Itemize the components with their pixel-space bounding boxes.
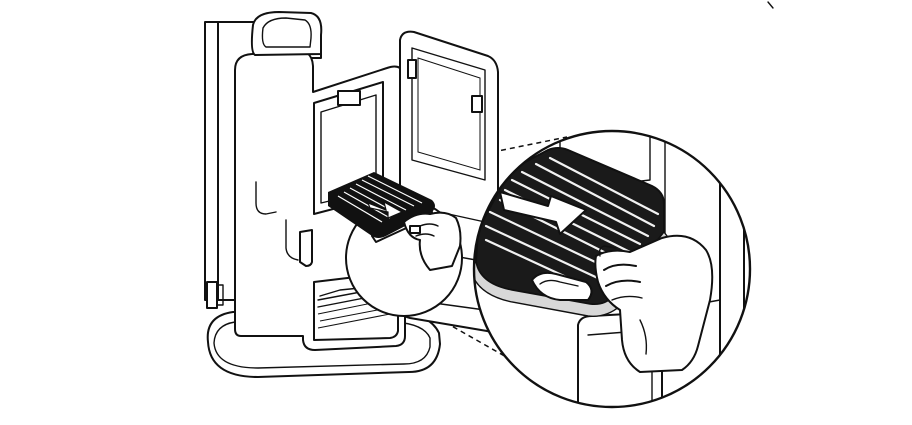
magnifier-circle-outline	[472, 129, 752, 409]
appliance-main-body	[204, 11, 441, 378]
corner-mark	[767, 1, 774, 9]
filter-handle-tab	[531, 271, 593, 301]
appliance-top-cap	[250, 11, 323, 56]
small-filter-tray	[328, 172, 462, 271]
hand-gripping-filter	[594, 234, 714, 373]
pull-direction-arrow	[499, 191, 587, 235]
small-direction-arrow	[366, 200, 404, 219]
